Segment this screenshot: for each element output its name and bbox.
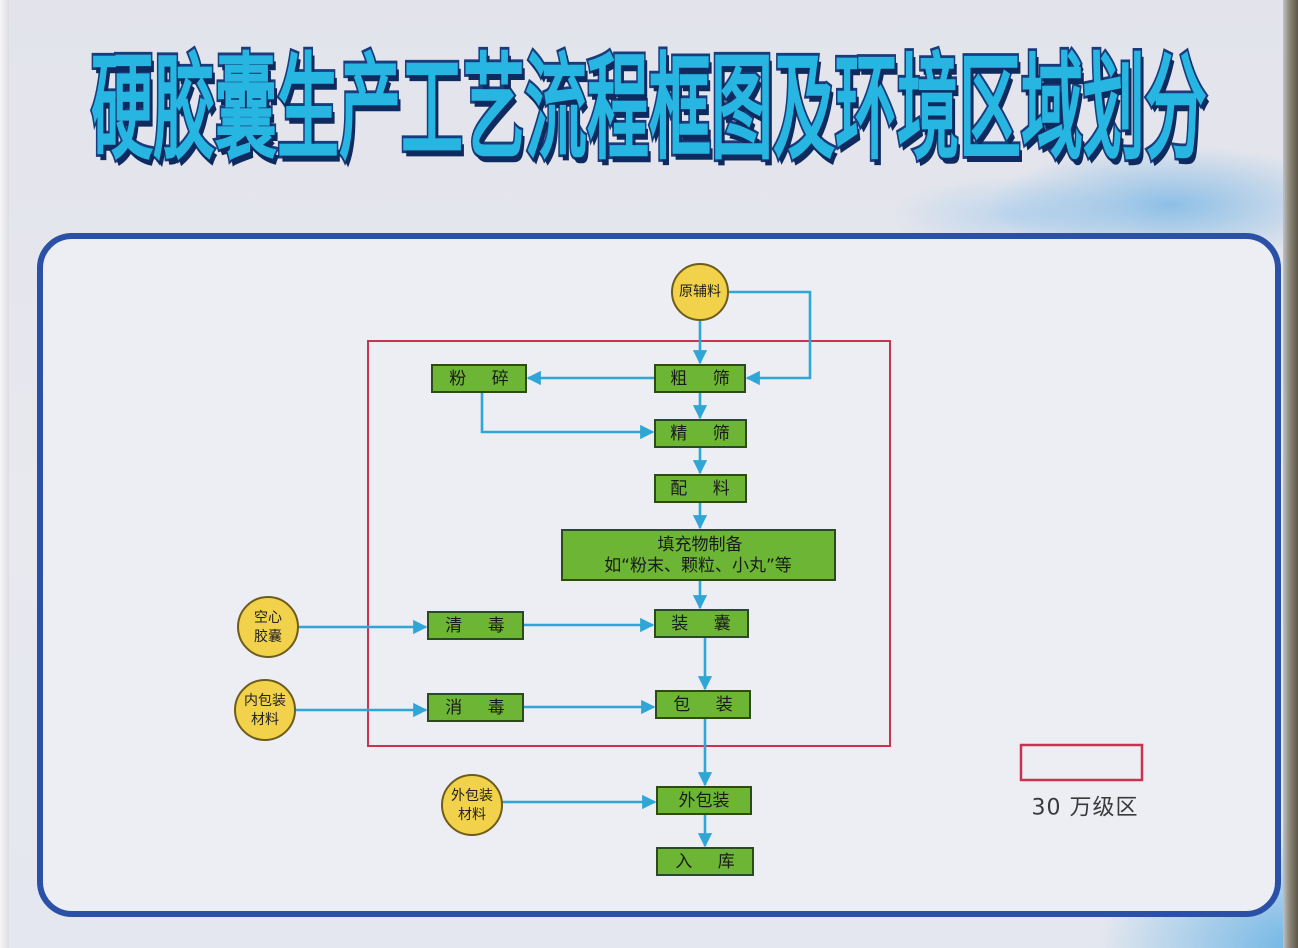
node-inner-packaging-label: 包 装 bbox=[673, 695, 732, 715]
legend: 30 万级区 bbox=[1019, 743, 1144, 821]
node-raw-materials: 原辅料 bbox=[671, 263, 729, 321]
clean-zone-boundary bbox=[367, 340, 891, 747]
node-warehousing-label: 入 库 bbox=[675, 852, 734, 872]
node-warehousing: 入 库 bbox=[656, 847, 754, 876]
node-outer-packaging-material-line2: 材料 bbox=[458, 807, 486, 823]
node-outer-packaging-material-line1: 外包装 bbox=[451, 788, 493, 804]
node-empty-capsule: 空心 胶囊 bbox=[237, 596, 299, 658]
node-raw-materials-label: 原辅料 bbox=[679, 284, 721, 300]
node-filling-prep-line1: 填充物制备 bbox=[658, 535, 743, 555]
node-coarse-sieve-label: 粗 筛 bbox=[670, 369, 729, 389]
node-inner-packaging-material: 内包装 材料 bbox=[234, 679, 296, 741]
node-fine-sieve-label: 精 筛 bbox=[670, 424, 729, 444]
poster-title: 硬胶囊生产工艺流程框图及环境区域划分 bbox=[89, 40, 1208, 176]
poster-left-edge bbox=[0, 0, 9, 948]
node-fine-sieve: 精 筛 bbox=[654, 419, 747, 448]
legend-label: 30 万级区 bbox=[1032, 796, 1139, 821]
node-empty-capsule-line2: 胶囊 bbox=[254, 628, 282, 645]
node-cleaning: 清 毒 bbox=[427, 611, 524, 640]
arrow-raw-loop-to-coarse-sieve bbox=[728, 290, 812, 386]
node-filling-prep-line2: 如“粉末、颗粒、小丸”等 bbox=[604, 556, 792, 576]
node-disinfection: 消 毒 bbox=[427, 693, 524, 722]
legend-zone-swatch bbox=[1019, 743, 1144, 782]
node-cleaning-label: 清 毒 bbox=[445, 616, 504, 636]
node-coarse-sieve: 粗 筛 bbox=[654, 364, 746, 393]
node-outer-packaging: 外包装 bbox=[656, 786, 752, 815]
node-encapsulation: 装 囊 bbox=[654, 609, 749, 638]
node-inner-packaging-material-line2: 材料 bbox=[251, 712, 279, 728]
node-filling-prep: 填充物制备 如“粉末、颗粒、小丸”等 bbox=[561, 529, 836, 581]
node-inner-packaging-material-line1: 内包装 bbox=[244, 693, 286, 709]
node-crushing: 粉 碎 bbox=[431, 364, 527, 393]
node-outer-packaging-material: 外包装 材料 bbox=[441, 774, 503, 836]
arrow-crushing-to-fine-sieve bbox=[480, 392, 655, 440]
node-batching-label: 配 料 bbox=[670, 479, 729, 499]
node-outer-packaging-label: 外包装 bbox=[679, 791, 730, 811]
poster-frame-right bbox=[1283, 0, 1298, 948]
node-crushing-label: 粉 碎 bbox=[449, 369, 508, 389]
node-batching: 配 料 bbox=[654, 474, 747, 503]
node-disinfection-label: 消 毒 bbox=[445, 698, 504, 718]
node-encapsulation-label: 装 囊 bbox=[671, 614, 730, 634]
node-empty-capsule-line1: 空心 bbox=[254, 610, 282, 626]
node-inner-packaging: 包 装 bbox=[655, 690, 751, 719]
